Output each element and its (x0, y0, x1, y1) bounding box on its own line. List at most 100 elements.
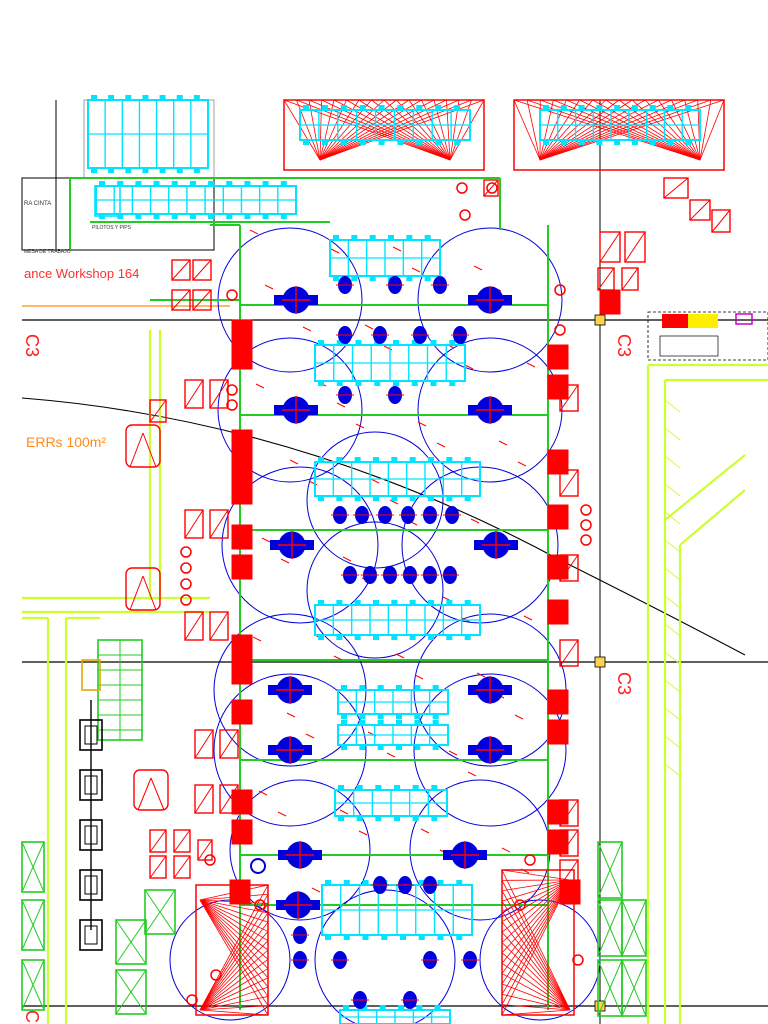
red-fan (199, 899, 269, 960)
red-pad (547, 829, 569, 855)
cyan-fixture-6-clamp (414, 720, 421, 725)
red-cabinet-diag (209, 509, 229, 539)
blue-node (250, 858, 266, 874)
area-label: ERRs 100m² (26, 434, 106, 450)
cyan-fixture-6-clamp (359, 720, 366, 725)
red-pad (229, 879, 251, 905)
cyan-fixture-7-clamp (338, 816, 344, 821)
red-fan (501, 921, 571, 1011)
cyan-fixture-8-clamp (437, 935, 444, 940)
red-marker (580, 519, 592, 531)
red-gantry-a (129, 575, 144, 611)
red-hose (395, 653, 405, 659)
cyan-fixture-1-clamp (369, 235, 376, 240)
red-fan (501, 911, 571, 1011)
red-marker (580, 504, 592, 516)
red-fan (199, 899, 269, 923)
reach-circle (217, 337, 363, 483)
cyan-fixture-7-clamp (375, 816, 382, 821)
red-marker (524, 854, 536, 866)
cyan-fixture-top-right-clamp (614, 140, 621, 145)
red-hose (302, 326, 312, 332)
red-cabinet (483, 179, 499, 197)
red-cabinet-diag (597, 267, 615, 291)
red-fan (199, 931, 269, 1011)
cyan-fixture-5-clamp (377, 714, 384, 719)
red-cabinet (173, 855, 191, 879)
cyan-conveyor-long-clamp (226, 181, 233, 186)
red-cabinet-diag (184, 509, 204, 539)
cyan-fixture-9-clamp (398, 1005, 404, 1010)
red-cabinet (194, 784, 214, 814)
reach-circle (417, 227, 563, 373)
red-cabinet (599, 231, 621, 263)
red-fan (501, 879, 571, 902)
green-rack (115, 969, 147, 1015)
red-cabinet (711, 209, 731, 233)
cyan-fixture-3-clamp (373, 457, 379, 462)
cyan-fixture-4-clamp (446, 600, 453, 605)
grid-label-c3-bottom-left: C3 (22, 1010, 42, 1024)
red-hose (464, 364, 474, 370)
cyan-fixture-8-clamp (400, 935, 406, 940)
red-fan (501, 900, 571, 1011)
red-cabinet (621, 267, 639, 291)
cyan-fixture-top-right-clamp (560, 140, 567, 145)
red-pad (547, 554, 569, 580)
red-cabinet-diag (194, 784, 214, 814)
cyan-fixture-9-clamp (434, 1005, 441, 1010)
cyan-fixture-3-clamp (446, 457, 453, 462)
green-rack-right (621, 899, 647, 957)
red-fan (199, 903, 269, 1011)
cyan-fixture-7-clamp (431, 785, 438, 790)
cyan-fixture-5-clamp (414, 714, 421, 719)
red-cabinet-diag (711, 209, 731, 233)
walkway-hatch (664, 539, 681, 553)
cyan-fixture-top-left-clamp (435, 140, 442, 145)
red-hose (473, 265, 483, 271)
reach-circle (413, 673, 567, 827)
red-fan (501, 879, 571, 892)
cyan-fixture-3-clamp (318, 496, 324, 501)
red-marker (514, 899, 526, 911)
cyan-fixture-top-right-clamp (631, 105, 638, 110)
red-hose (392, 246, 402, 252)
cyan-fixture-4-clamp (409, 600, 416, 605)
cyan-fixture-8-clamp (437, 880, 444, 885)
red-hose (358, 830, 368, 836)
red-pad (231, 319, 253, 345)
cyan-fixture-6-clamp (414, 745, 421, 750)
cyan-fixture-2-clamp (449, 340, 456, 345)
cyan-conveyor-long-clamp (99, 181, 105, 186)
green-rack-right (621, 959, 647, 1017)
cyan-fixture-3-clamp (409, 457, 416, 462)
cyan-fixture-4-clamp (373, 600, 379, 605)
red-fan (501, 973, 571, 1011)
cyan-fixture-top-left-clamp (303, 140, 309, 145)
red-pad (547, 344, 569, 370)
red-marker (226, 384, 238, 396)
red-gantry (125, 424, 161, 468)
cyan-fixture-top-left-clamp (359, 105, 366, 110)
red-cabinet-diag (219, 729, 239, 759)
cyan-fixture-3-clamp (354, 457, 361, 462)
cyan-frame-office-clamp (176, 168, 183, 173)
cyan-fixture-3-clamp (428, 496, 434, 501)
cyan-frame-office-clamp (108, 168, 115, 173)
cyan-fixture-7-clamp (412, 816, 419, 821)
cyan-fixture-4-clamp (428, 600, 434, 605)
red-pad (231, 699, 253, 725)
red-cabinet (184, 379, 204, 409)
cyan-conveyor-long-clamp (208, 214, 215, 219)
cyan-fixture-top-right-clamp (543, 140, 549, 145)
yellow-marker (81, 659, 101, 691)
red-hose (305, 733, 315, 739)
red-fan (501, 879, 571, 995)
red-cabinet-diag (663, 177, 689, 199)
cyan-fixture-8-clamp (325, 935, 331, 940)
red-pad (231, 429, 253, 455)
cyan-fixture-top-right-clamp (631, 140, 638, 145)
red-hose (414, 674, 424, 680)
boundary-curve (21, 397, 746, 656)
red-cabinet (219, 729, 239, 759)
